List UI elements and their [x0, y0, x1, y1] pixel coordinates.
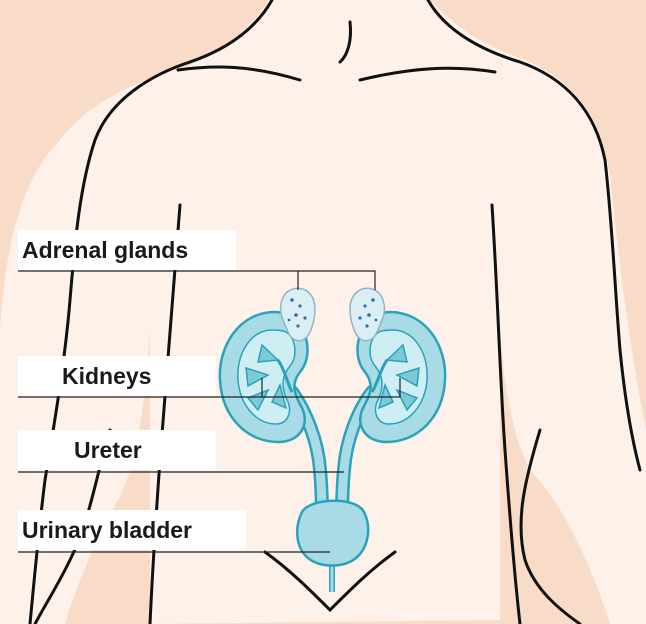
label-ureter: Ureter [18, 430, 216, 470]
label-adrenal-glands: Adrenal glands [18, 230, 236, 270]
bladder-shape [297, 501, 368, 566]
label-urinary-bladder: Urinary bladder [18, 510, 246, 550]
label-kidneys: Kidneys [18, 356, 216, 396]
